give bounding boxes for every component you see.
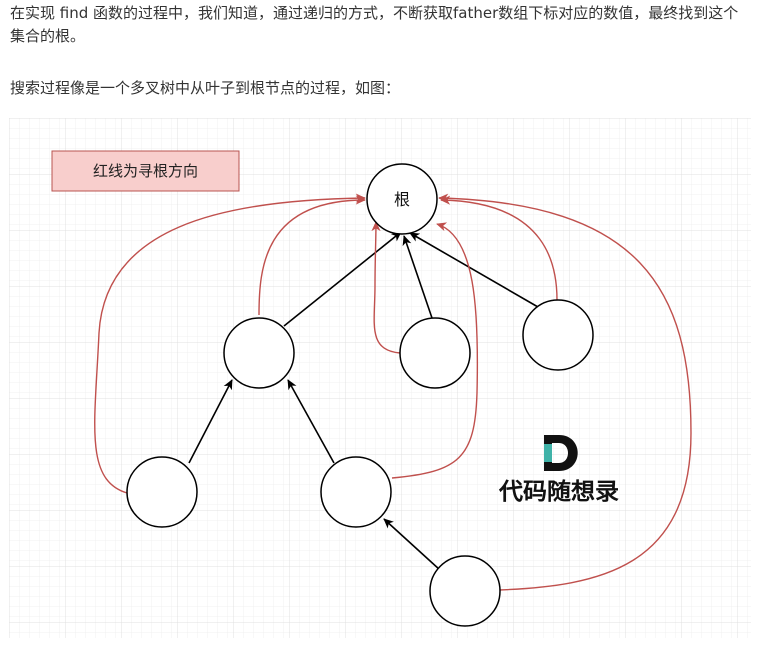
tree-node-f: [429, 555, 501, 627]
tree-node-a: [223, 317, 295, 389]
tree-nodes: [126, 163, 594, 627]
root-label: 根: [394, 190, 410, 209]
edge-node-a-to-root: [283, 231, 402, 327]
edge-node-b-to-root: [402, 235, 433, 319]
tree-edges: [188, 231, 539, 571]
edge-node-e-to-node-a: [287, 379, 335, 464]
watermark-label: 代码随想录: [498, 478, 619, 505]
tree-node-c: [522, 299, 594, 371]
legend: 红线为寻根方向: [51, 150, 240, 192]
watermark-logo: [544, 435, 578, 471]
tree-node-d: [126, 456, 198, 528]
watermark: 代码随想录: [498, 435, 619, 505]
tree-node-b: [399, 317, 471, 389]
edge-node-d-to-node-a: [188, 379, 233, 464]
red-path-node-a: [258, 195, 366, 316]
red-path-node-b: [371, 221, 401, 354]
red-path-node-f: [438, 193, 692, 591]
tree-diagram: 红线为寻根方向 根: [9, 118, 751, 638]
description-paragraph: 搜索过程像是一个多叉树中从叶子到根节点的过程，如图：: [10, 79, 401, 97]
root-node: [366, 163, 438, 235]
red-path-node-c: [440, 195, 558, 301]
intro-paragraph: 在实现 find 函数的过程中，我们知道，通过递归的方式，不断获取father数…: [10, 4, 739, 45]
tree-node-e: [320, 456, 392, 528]
red-path-node-d: [94, 193, 366, 494]
legend-box: [51, 150, 240, 192]
legend-label: 红线为寻根方向: [93, 162, 198, 180]
edge-node-c-to-root: [409, 232, 539, 308]
red-path-node-e: [391, 222, 479, 479]
edge-node-f-to-node-e: [383, 518, 441, 571]
root-finding-paths: [94, 193, 692, 591]
